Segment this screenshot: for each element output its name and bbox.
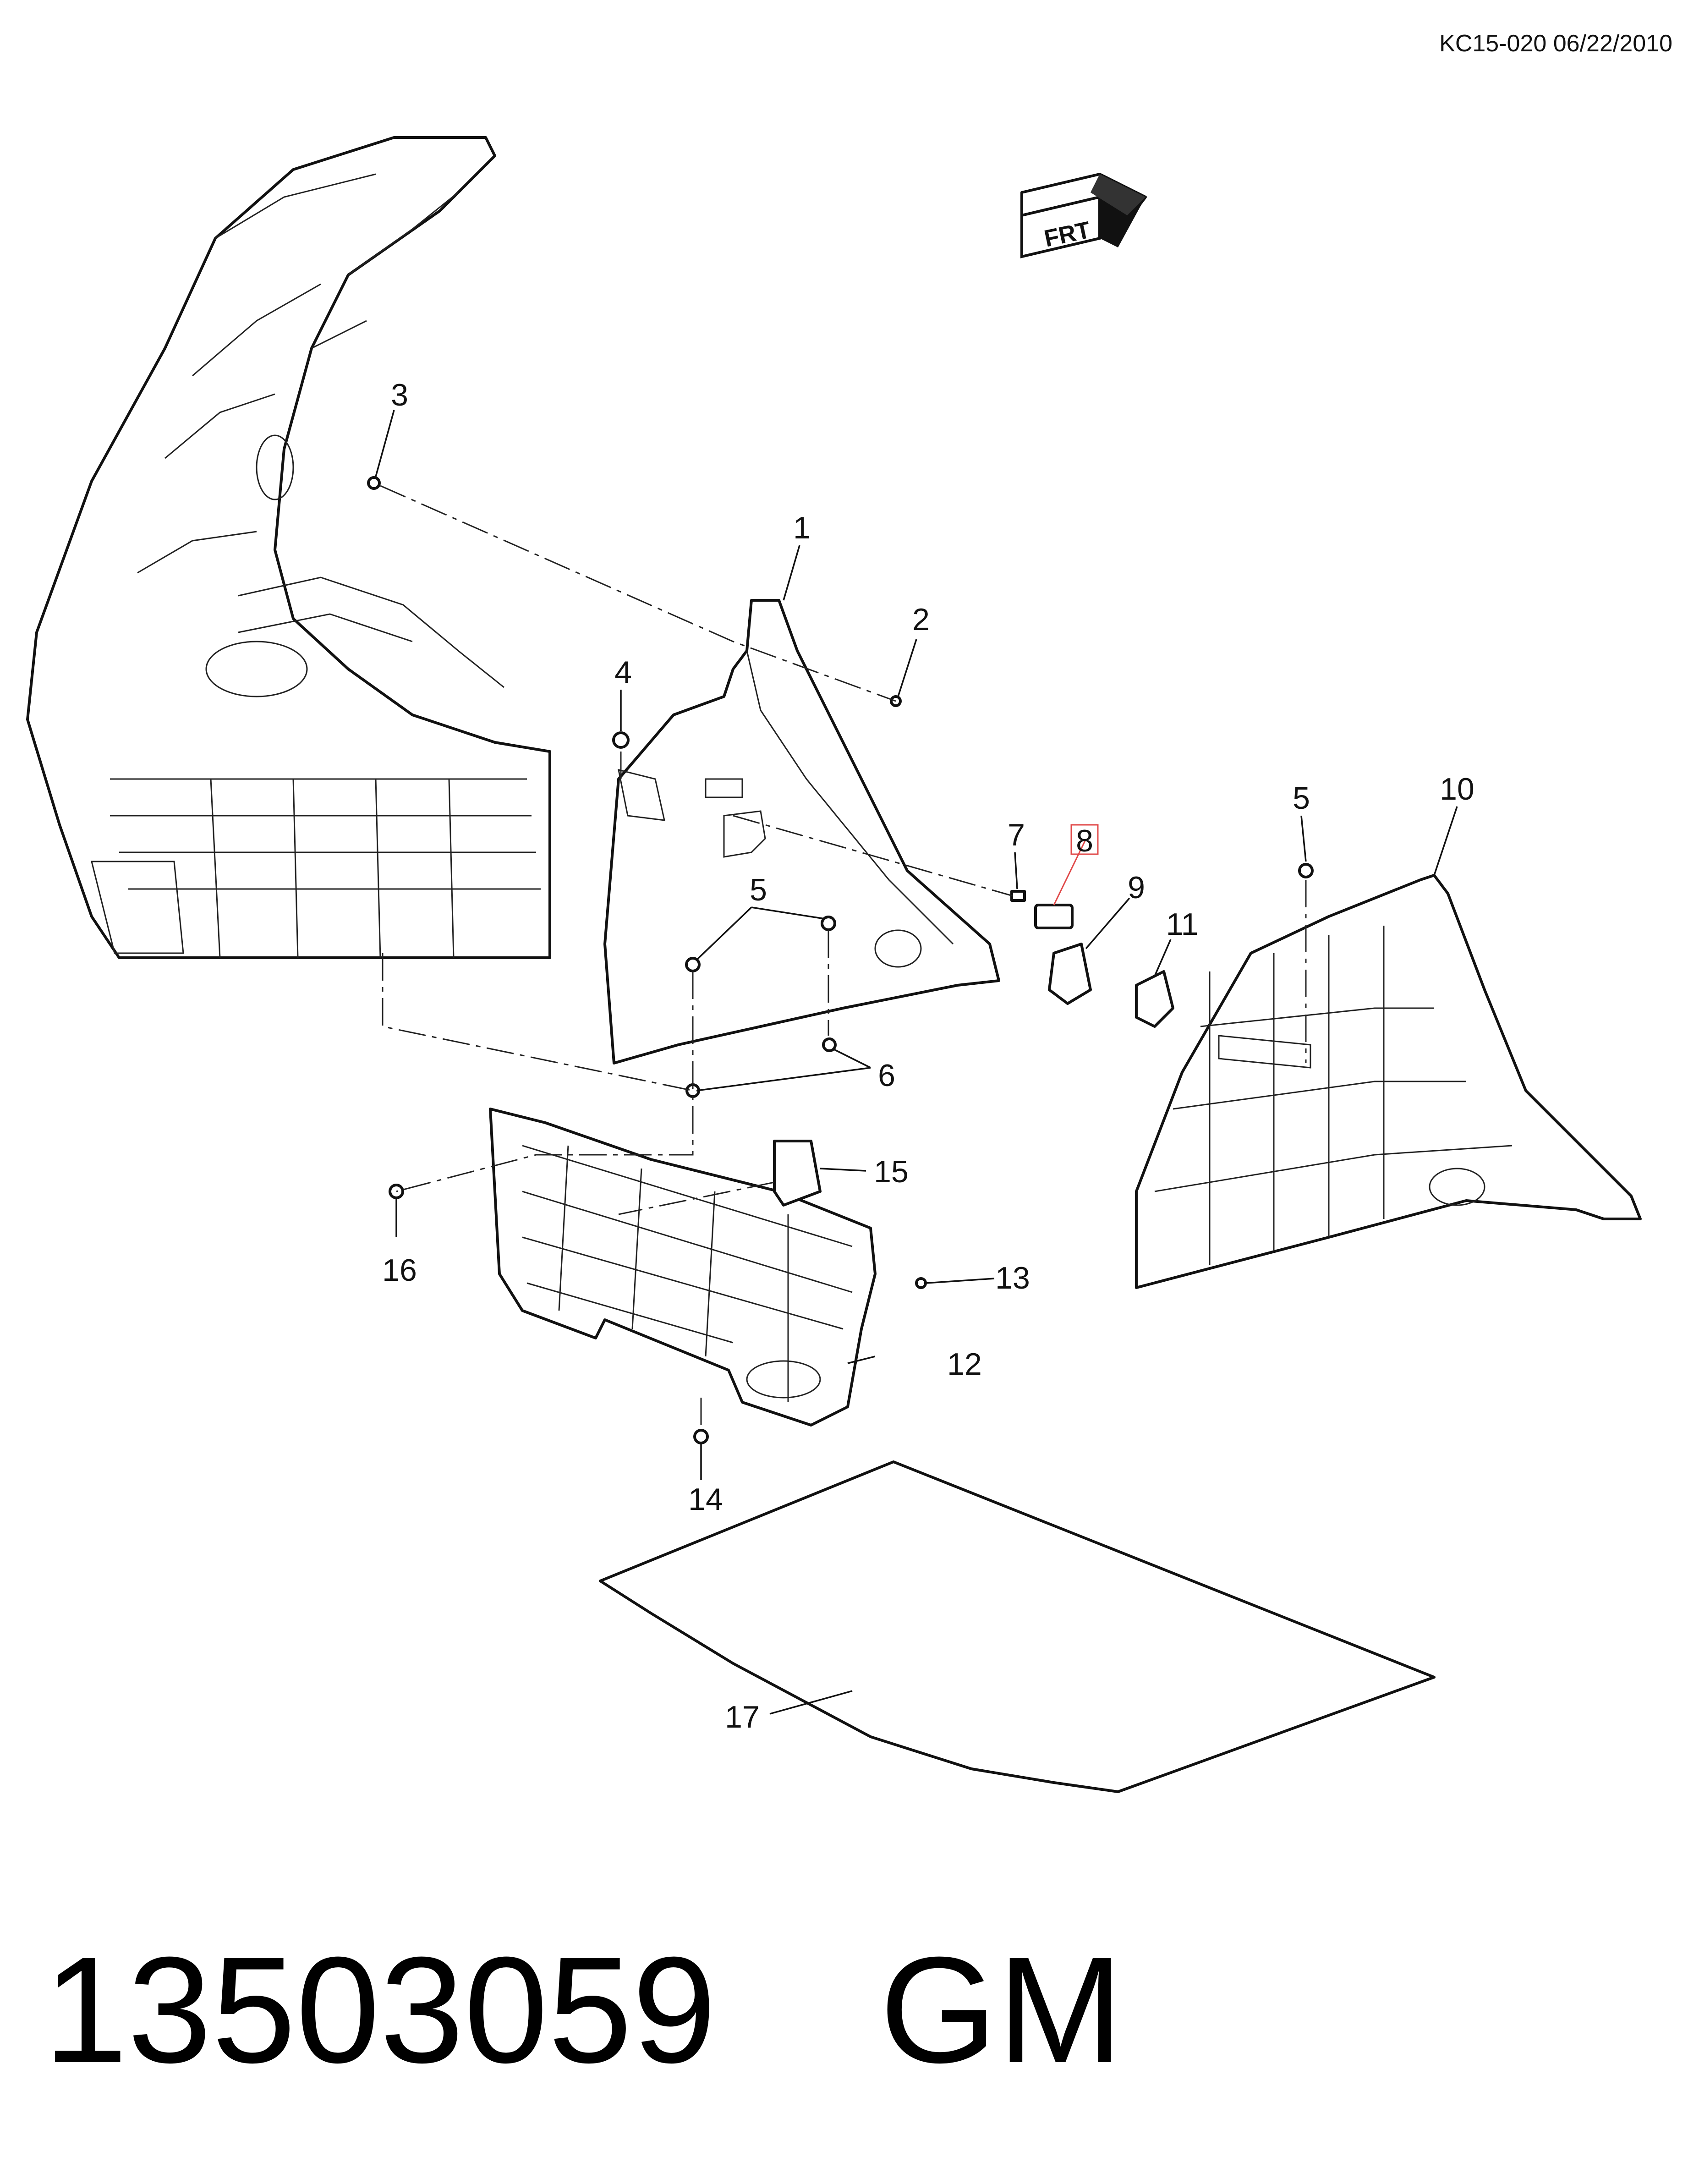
part-number: 13503059 — [44, 1925, 716, 2094]
part-14-nut — [693, 1429, 709, 1444]
assembly-lines — [380, 485, 1307, 1430]
callout-9: 9 — [1128, 870, 1145, 905]
callout-5-right: 5 — [1293, 781, 1310, 816]
callout-11: 11 — [1166, 907, 1199, 942]
diagram-code: KC15-020 06/22/2010 — [1439, 30, 1672, 57]
callout-14: 14 — [688, 1482, 723, 1517]
part-8-cover — [1034, 904, 1074, 929]
rear-sill-trim-plate[interactable] — [489, 1108, 877, 1427]
callout-8-highlighted: 8 — [1070, 823, 1099, 858]
callout-15: 15 — [874, 1154, 909, 1189]
part-5-pin — [821, 916, 836, 931]
part-4-nut — [612, 731, 630, 749]
callout-6: 6 — [878, 1058, 895, 1093]
brand-name: GM — [880, 1925, 1124, 2094]
callout-8: 8 — [1076, 823, 1093, 858]
small-parts — [367, 476, 1314, 1444]
part-6-pin — [822, 1037, 837, 1052]
leader-lines — [375, 410, 1458, 1715]
part-5-pin — [685, 957, 701, 972]
part-13-screw — [915, 1277, 927, 1289]
callout-10: 10 — [1440, 772, 1474, 807]
part-5-pin-right — [1298, 863, 1314, 878]
callout-16: 16 — [382, 1253, 417, 1288]
front-direction-icon: FRT — [1020, 173, 1147, 258]
callout-4: 4 — [614, 655, 632, 690]
part-3-fastener — [367, 476, 381, 490]
quarter-trim-panel-left[interactable] — [603, 599, 1000, 1065]
vehicle-body-structure — [26, 136, 551, 959]
callout-3: 3 — [391, 378, 408, 412]
callout-2: 2 — [912, 602, 930, 637]
callout-17: 17 — [725, 1700, 760, 1734]
callout-labels: 1 2 3 4 5 5 6 7 8 9 10 11 12 13 14 15 16… — [382, 378, 1474, 1734]
part-9-bezel — [1048, 943, 1092, 1005]
callout-12: 12 — [947, 1347, 982, 1382]
callout-13: 13 — [995, 1261, 1030, 1295]
part-15-hook — [773, 1140, 822, 1207]
part-11-bracket — [1135, 970, 1174, 1028]
load-floor-panel[interactable] — [599, 1460, 1436, 1793]
part-7-clip — [1010, 890, 1026, 902]
quarter-trim-panel-right[interactable] — [1135, 874, 1642, 1289]
callout-7: 7 — [1008, 818, 1025, 852]
callout-1: 1 — [793, 510, 811, 545]
callout-5-left: 5 — [750, 873, 767, 907]
